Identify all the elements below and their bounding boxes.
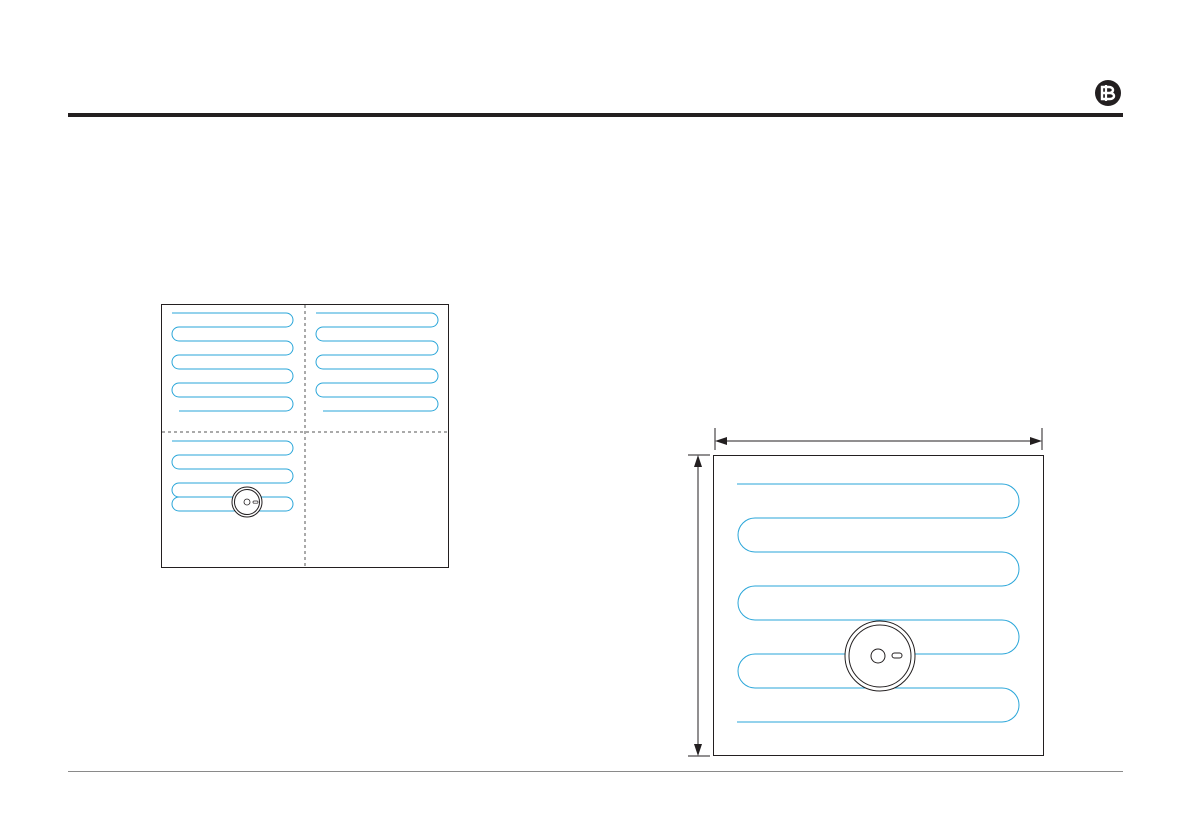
robot-vacuum-icon	[232, 487, 262, 517]
height-dimension-arrow	[688, 455, 710, 756]
cleaning-path-zone-2	[316, 313, 438, 411]
room-outline	[714, 456, 1044, 756]
robot-vacuum-icon	[845, 621, 915, 691]
room-cleaning-diagram	[680, 420, 1060, 765]
zoned-cleaning-diagram	[150, 295, 460, 580]
width-dimension-arrow	[715, 428, 1042, 450]
brand-logo-icon	[1094, 79, 1122, 107]
footer-rule	[68, 771, 1123, 772]
header-rule	[68, 113, 1123, 117]
cleaning-path-zone-1	[172, 313, 293, 411]
